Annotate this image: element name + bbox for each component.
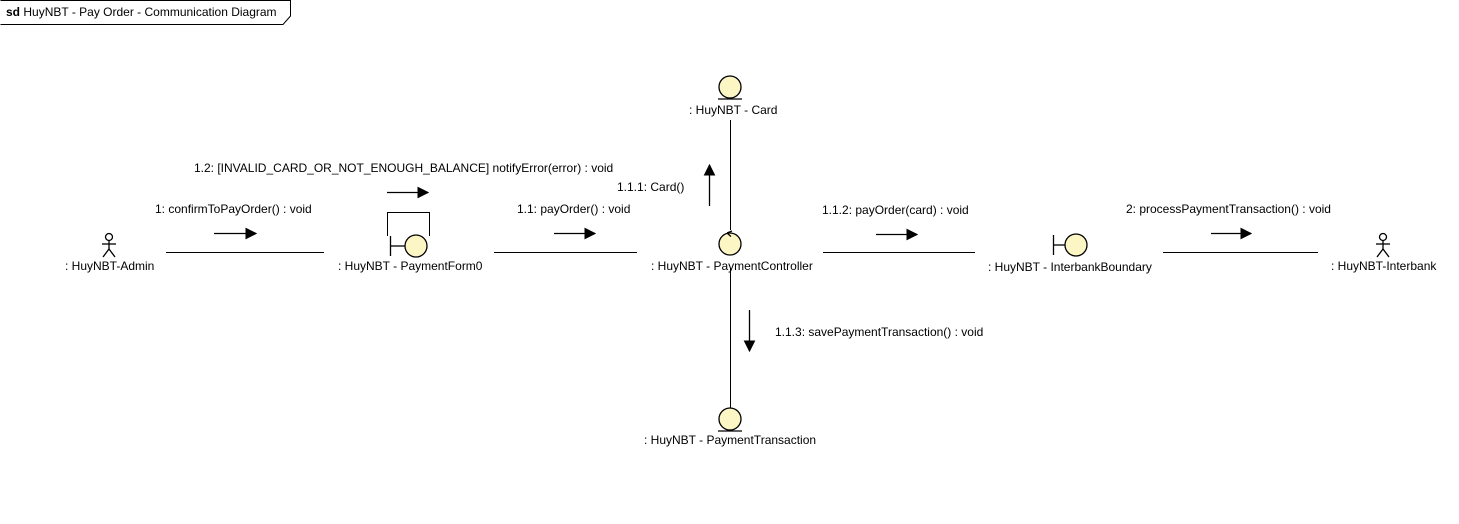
frame-title: sd HuyNBT - Pay Order - Communication Di… (6, 5, 277, 19)
message-1-1-1: 1.1.1: Card() (617, 180, 685, 194)
message-2: 2: processPaymentTransaction() : void (1126, 202, 1331, 216)
boundary-payment-form-icon[interactable] (389, 234, 428, 258)
control-payment-controller-icon[interactable] (718, 230, 742, 256)
frame-title-text: HuyNBT - Pay Order - Communication Diagr… (23, 5, 277, 19)
self-link-payment-form (387, 212, 430, 236)
frame-tab (0, 0, 291, 25)
label-payment-form: : HuyNBT - PaymentForm0 (338, 259, 483, 273)
boundary-interbank-icon[interactable] (1052, 233, 1088, 257)
entity-payment-transaction-icon[interactable] (718, 407, 742, 432)
actor-interbank-icon[interactable] (1376, 232, 1390, 258)
message-1-1-2: 1.1.2: payOrder(card) : void (822, 203, 969, 217)
label-interbank-boundary: : HuyNBT - InterbankBoundary (988, 260, 1152, 274)
label-admin: : HuyNBT-Admin (65, 259, 155, 273)
frame-keyword: sd (6, 5, 21, 19)
label-payment-transaction: : HuyNBT - PaymentTransaction (644, 433, 817, 447)
actor-admin-icon[interactable] (102, 232, 116, 258)
label-payment-controller: : HuyNBT - PaymentController (651, 259, 813, 273)
label-interbank: : HuyNBT-Interbank (1331, 259, 1437, 273)
entity-card-icon[interactable] (718, 75, 742, 100)
message-1-1: 1.1: payOrder() : void (517, 202, 631, 216)
message-1-1-3: 1.1.3: savePaymentTransaction() : void (775, 325, 984, 339)
message-1: 1: confirmToPayOrder() : void (155, 202, 312, 216)
message-1-2: 1.2: [INVALID_CARD_OR_NOT_ENOUGH_BALANCE… (194, 161, 614, 175)
label-card: : HuyNBT - Card (689, 103, 778, 117)
